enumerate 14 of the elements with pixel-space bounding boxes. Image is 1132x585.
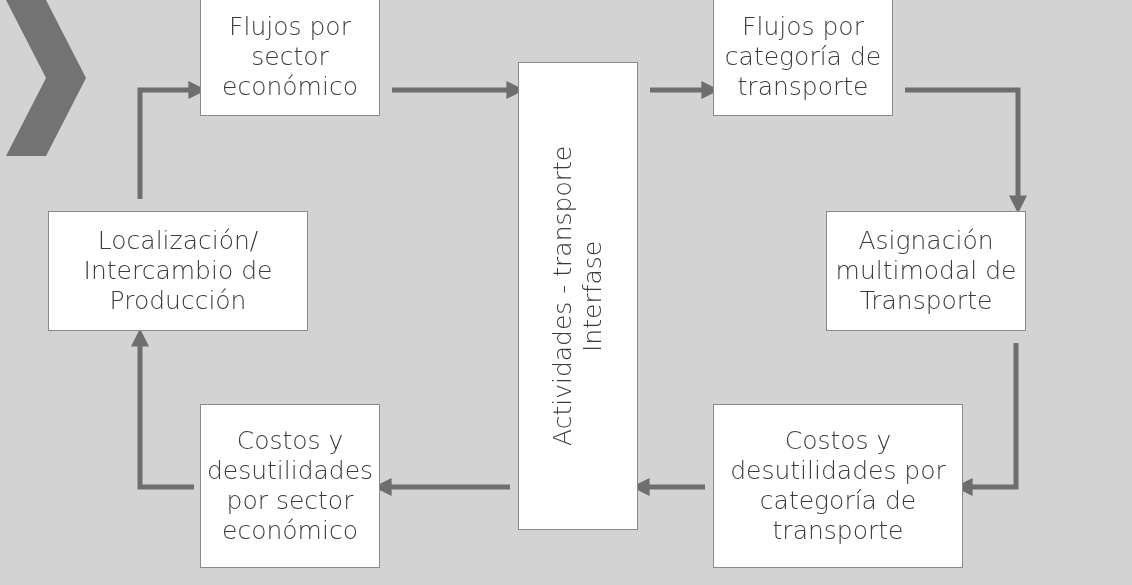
process-box (713, 0, 893, 116)
process-box (826, 211, 1026, 331)
box-label: Costos y desutilidades por sector económico (206, 426, 374, 546)
box-label: Actividades - transporte Interfase (548, 144, 608, 449)
process-box (200, 0, 380, 116)
process-box (518, 62, 638, 530)
box-label: Flujos por categoría de transporte (723, 12, 883, 102)
process-box (200, 404, 380, 568)
process-box (48, 211, 308, 331)
box-label: Localización/ Intercambio de Producción (82, 226, 274, 316)
box-label: Asignación multimodal de Transporte (835, 226, 1017, 316)
box-label: Costos y desutilidades por categoría de transporte (729, 426, 947, 546)
box-label: Flujos por sector económico (221, 12, 359, 102)
process-box (713, 404, 963, 568)
